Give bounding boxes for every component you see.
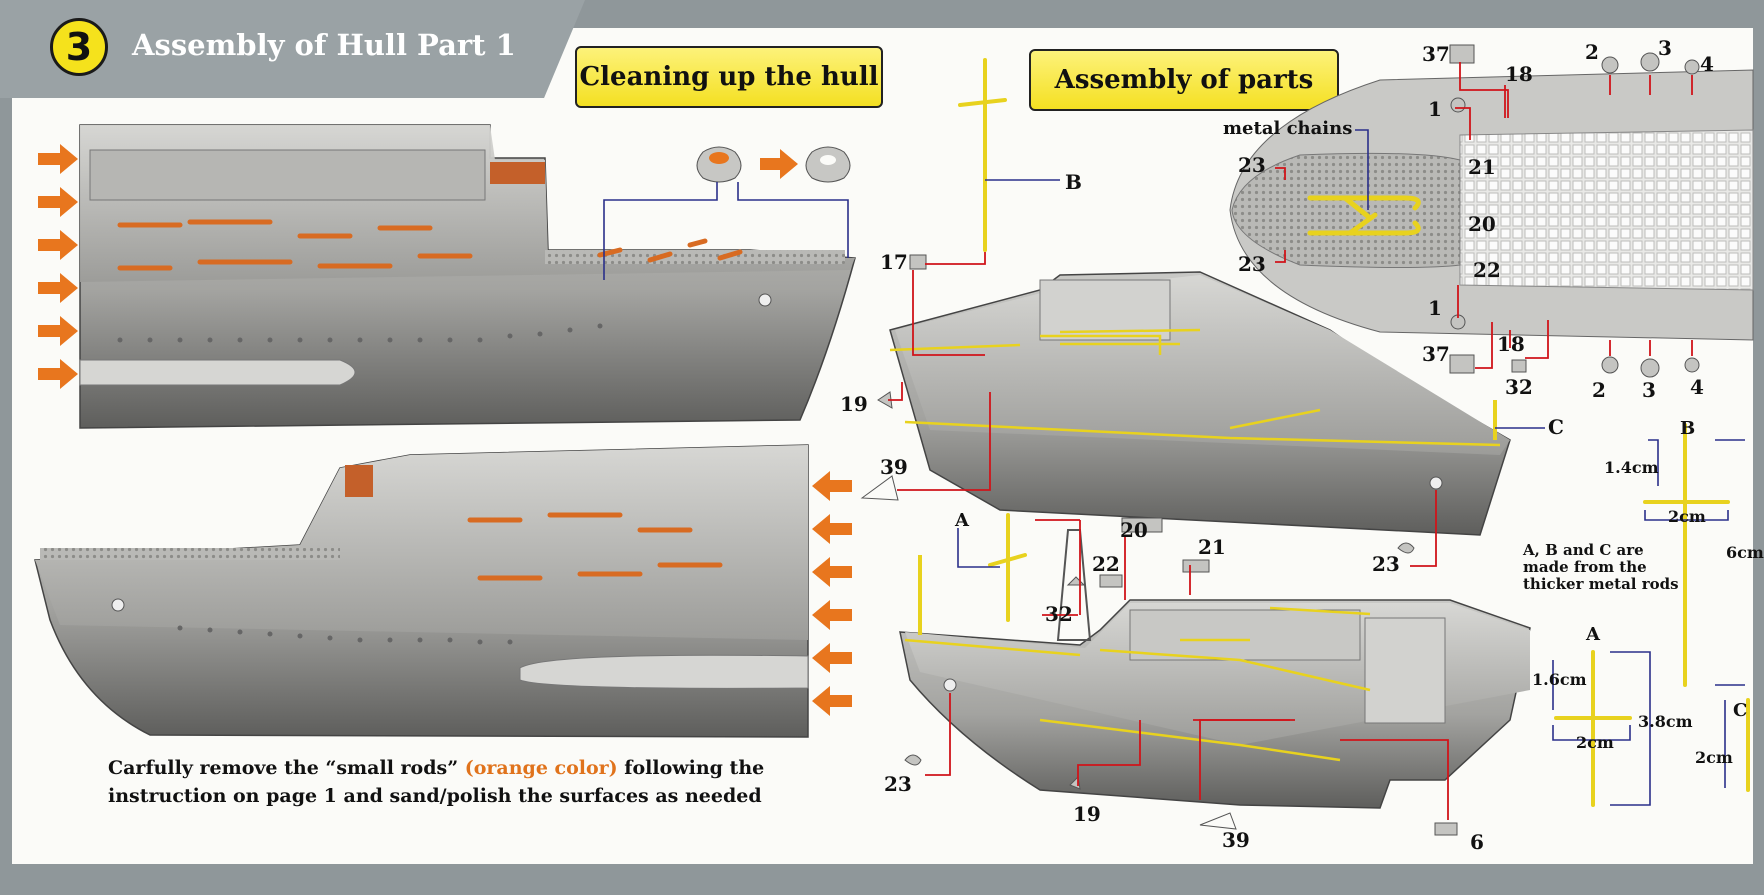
part-number: 39 xyxy=(1222,828,1250,852)
part-number: 21 xyxy=(1468,155,1496,179)
hull-view-lower-right xyxy=(899,529,1531,809)
metal-chains xyxy=(1307,195,1421,236)
rod-b-height: 6cm xyxy=(1726,543,1764,562)
rod-a-height: 3.8cm xyxy=(1638,712,1693,731)
rod-b-cross: 2cm xyxy=(1668,507,1706,526)
metal-chains-label: metal chains xyxy=(1223,118,1353,139)
part-number: 39 xyxy=(880,455,908,479)
part-number: 20 xyxy=(1468,212,1496,236)
cleaning-label: Cleaning up the hull xyxy=(575,46,883,108)
step-title: Assembly of Hull Part 1 xyxy=(132,28,516,62)
part-number: 2 xyxy=(1585,40,1599,64)
rod-b-width: 1.4cm xyxy=(1604,458,1659,477)
part-number: 20 xyxy=(1120,518,1148,542)
caption-part1: Carfully remove the “small rods” xyxy=(108,757,459,779)
part-number: 3 xyxy=(1658,36,1672,60)
part-number: 4 xyxy=(1690,375,1704,399)
cleaning-instruction: Carfully remove the “small rods” (orange… xyxy=(108,754,788,810)
part-number: 1 xyxy=(1428,97,1442,121)
dimension-lines xyxy=(957,129,1745,806)
part-number: 18 xyxy=(1497,332,1525,356)
deck-plan-top-view xyxy=(1229,69,1754,341)
part-number: 17 xyxy=(880,250,908,274)
step-number-badge: 3 xyxy=(50,18,108,76)
bollard-before-after xyxy=(696,146,851,183)
part-number: 37 xyxy=(1422,42,1450,66)
rod-c-width: 2cm xyxy=(1695,748,1733,767)
leader-lines xyxy=(888,62,1693,820)
part-number: 22 xyxy=(1473,258,1501,282)
rod-c-label: C xyxy=(1733,700,1748,721)
hull-view-upper-left xyxy=(79,124,856,429)
orange-arrows-right xyxy=(812,471,852,716)
part-number: 23 xyxy=(1238,153,1266,177)
rod-a-cross: 2cm xyxy=(1576,733,1614,752)
bottom-band xyxy=(0,864,1753,895)
metal-rods xyxy=(958,58,1750,807)
hull-view-lower-left xyxy=(34,444,809,738)
rod-label: A xyxy=(955,510,969,531)
assembly-label: Assembly of parts xyxy=(1029,49,1339,111)
rod-b-label: B xyxy=(1680,418,1696,439)
part-number: 19 xyxy=(840,392,868,416)
part-number: 37 xyxy=(1422,342,1450,366)
caption-part2: following the instruction on page 1 and … xyxy=(108,757,765,807)
part-number: 2 xyxy=(1592,378,1606,402)
orange-arrows-left xyxy=(38,144,78,389)
part-number: 3 xyxy=(1642,378,1656,402)
bollard-leaders xyxy=(603,182,849,280)
hull-view-mid-right xyxy=(889,271,1511,536)
part-number: 32 xyxy=(1505,375,1533,399)
rod-a-width: 1.6cm xyxy=(1532,670,1587,689)
part-number: 23 xyxy=(884,772,912,796)
part-number: 32 xyxy=(1045,602,1073,626)
part-number: 18 xyxy=(1505,62,1533,86)
part-number: 23 xyxy=(1238,252,1266,276)
part-number: 6 xyxy=(1470,830,1484,854)
rod-material-note: A, B and C are made from the thicker met… xyxy=(1523,541,1679,593)
part-number: 23 xyxy=(1372,552,1400,576)
small-part-icons xyxy=(860,44,1700,836)
rod-label: B xyxy=(1065,170,1082,194)
part-number: 1 xyxy=(1428,296,1442,320)
rod-a-label: A xyxy=(1586,624,1600,645)
part-number: 4 xyxy=(1700,52,1714,76)
part-number: 21 xyxy=(1198,535,1226,559)
caption-highlight: (orange color) xyxy=(464,757,618,779)
rod-label: C xyxy=(1548,415,1564,439)
part-number: 19 xyxy=(1073,802,1101,826)
part-number: 22 xyxy=(1092,552,1120,576)
